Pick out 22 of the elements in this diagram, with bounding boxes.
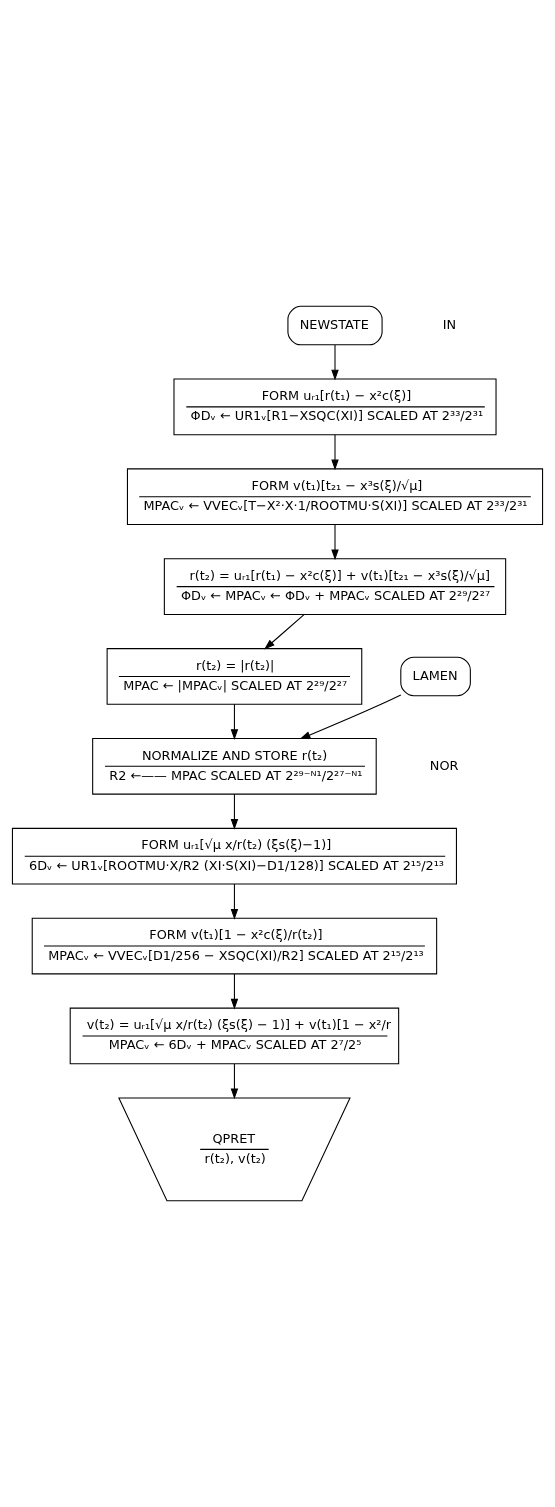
node-box: FORM uᵣ₁[r(t₁) − x²c(ξ)] ΦDᵥ ← UR1ᵥ[R1−XSQC(XI)] SCALED AT 2³³/2³¹ bbox=[173, 378, 497, 436]
arrow bbox=[230, 1063, 239, 1100]
node-box: FORM uᵣ₁[√μ x/r(t₂) (ξs(ξ)−1)] 6Dᵥ ← UR1ᵥ[ROOTMU·X/R2 (XI·S(XI)−D1/128)] SCALED AT 2¹⁵/2¹³ bbox=[11, 827, 457, 885]
node-box: v(t₂) = uᵣ₁[√μ x/r(t₂) (ξs(ξ) − 1)] + v(t₁)[1 − x²/r MPACᵥ ← 6Dᵥ + MPACᵥ SCALED AT 2⁷/2⁵ bbox=[69, 1007, 400, 1065]
arrow bbox=[230, 973, 239, 1010]
node-box: LAMEN bbox=[400, 656, 471, 697]
node-box: FORM v(t₁)[1 − x²c(ξ)/r(t₂)] MPACᵥ ← VVECᵥ[D1/256 − XSQC(XI)/R2] SCALED AT 2¹⁵/2¹³ bbox=[31, 917, 438, 975]
node-box: r(t₂) = uᵣ₁[r(t₁) − x²c(ξ)] + v(t₁)[t₂₁ − x³s(ξ)/√μ] ΦDᵥ ← MPACᵥ ← ΦDᵥ + MPACᵥ SCALED AT 2²⁹/2²⁷ bbox=[163, 558, 507, 615]
arrow bbox=[230, 703, 239, 740]
label: NOR bbox=[429, 757, 459, 773]
arrow bbox=[331, 344, 339, 381]
node-box: NORMALIZE AND STORE r(t₂) R2 ←—— MPAC SCALED AT 2²⁹⁻ᴺ¹/2²⁷⁻ᴺ¹ bbox=[92, 738, 377, 795]
arrow bbox=[230, 793, 239, 830]
arrow bbox=[299, 694, 402, 740]
arrow bbox=[331, 524, 339, 561]
node-box: FORM v(t₁)[t₂₁ − x³s(ξ)/√μ] MPACᵥ ← VVECᵥ[T−X²·X·1/ROOTMU·S(XI)] SCALED AT 2³³/2³¹ bbox=[126, 468, 544, 526]
arrow bbox=[230, 883, 239, 920]
node-box: r(t₂) = |r(t₂)| MPAC ← |MPACᵥ| SCALED AT 2²⁹/2²⁷ bbox=[106, 648, 363, 705]
node-box: NEWSTATE bbox=[287, 305, 383, 346]
arrow bbox=[264, 613, 305, 650]
arrow bbox=[331, 434, 339, 471]
label: IN bbox=[442, 316, 457, 332]
